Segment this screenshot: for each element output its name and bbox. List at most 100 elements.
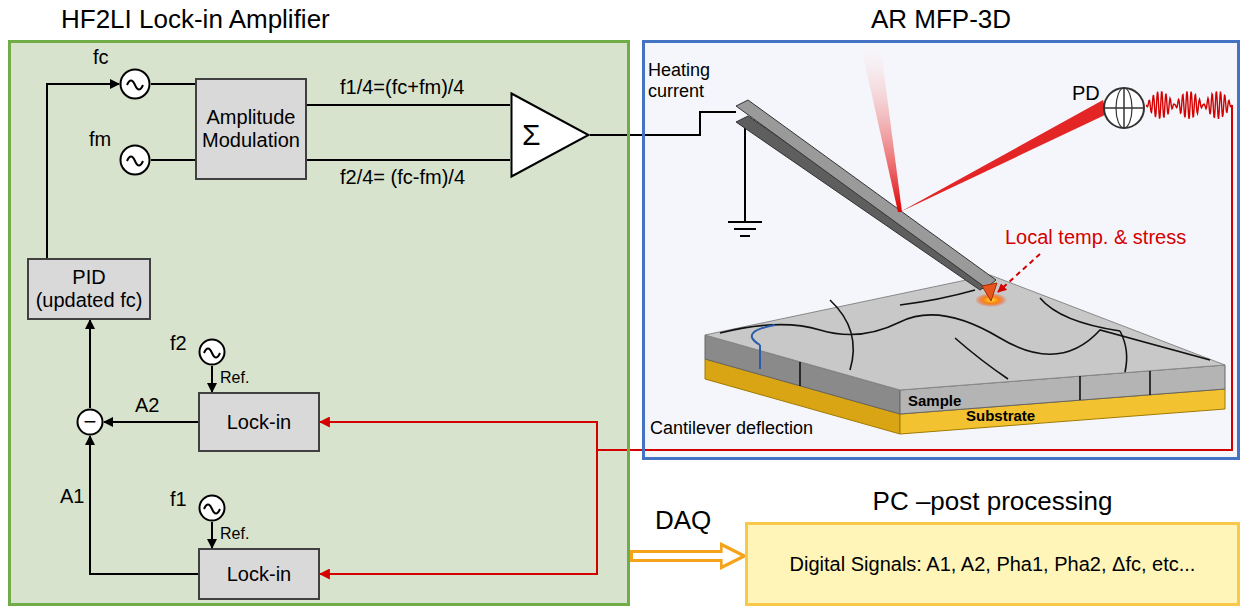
crack-line <box>1040 298 1120 331</box>
sine-symbol <box>204 349 220 358</box>
cantilever-arm <box>736 100 996 288</box>
signal-line <box>151 83 195 85</box>
panel-body-text: Digital Signals: A1, A2, Pha1, Pha2, Δfc… <box>748 553 1237 576</box>
signal-line <box>307 104 510 106</box>
circle-outline <box>200 496 225 521</box>
circle-outline <box>119 144 151 176</box>
signal-wave <box>1146 91 1232 119</box>
panel-ground <box>8 40 630 606</box>
signal-line <box>47 84 119 258</box>
leader-arrow <box>998 254 1040 292</box>
circle-outline <box>198 494 226 522</box>
ground-symbol <box>740 235 750 237</box>
edge-label: f1/4=(fc+fm)/4 <box>340 76 465 99</box>
reflected-beam <box>900 100 1107 212</box>
cantilever-arm <box>736 116 990 290</box>
callout-label: Local temp. & stress <box>1005 226 1186 249</box>
circle-outline <box>198 338 226 366</box>
frequency-label: f1 <box>170 488 187 511</box>
photodetector <box>1123 88 1125 128</box>
crack-line <box>1120 331 1127 372</box>
frequency-label: fm <box>89 128 111 151</box>
crack-line <box>900 290 975 305</box>
heating-wire <box>642 112 736 135</box>
signal-line <box>211 522 213 548</box>
signal-line <box>151 159 195 161</box>
edge-label: Heating current <box>648 60 732 101</box>
box-label: Lock-in <box>227 563 291 586</box>
oscillator: f2 <box>198 338 226 366</box>
oscillator: fc <box>119 68 151 100</box>
panel-heading: HF2LI Lock-in Amplifier <box>61 5 330 35</box>
edge-label: f2/4= (fc-fm)/4 <box>340 166 465 189</box>
symbol-label: Σ <box>522 118 541 153</box>
sine-symbol <box>204 505 220 514</box>
process-box: Amplitude Modulation <box>195 78 307 180</box>
symbol-label: − <box>76 409 104 434</box>
signal-line <box>104 421 198 423</box>
crack-line <box>1149 371 1151 395</box>
data-transfer-arrow-inner <box>633 553 724 559</box>
crack-line <box>830 300 853 370</box>
oscillator: fm <box>119 144 151 176</box>
signal-arrow <box>320 450 642 574</box>
edge-label: Ref. <box>220 369 249 387</box>
frequency-label: fc <box>93 46 109 69</box>
box-label: Lock-in <box>227 411 291 434</box>
signal-line <box>590 134 642 136</box>
box-label: Amplitude Modulation <box>201 106 301 152</box>
sine-symbol <box>127 157 143 166</box>
edge-label: DAQ <box>655 506 711 536</box>
box-label: PID (updated fc) <box>33 266 145 312</box>
signal-line <box>90 436 198 574</box>
circle-outline <box>121 146 150 175</box>
circle-outline <box>121 70 150 99</box>
signal-arrow <box>320 422 642 450</box>
frequency-label: f2 <box>170 332 187 355</box>
edge-label: A1 <box>60 485 84 508</box>
crack-line <box>955 338 1008 379</box>
signal-line <box>89 320 91 408</box>
layer-label: Sample <box>908 392 961 409</box>
ground-symbol <box>728 221 762 223</box>
crack-line <box>1079 376 1081 400</box>
summer-triangle: Σ <box>510 92 590 178</box>
crack-line-blue <box>752 325 775 345</box>
process-box: PID (updated fc) <box>27 258 151 320</box>
crack-line <box>720 315 1210 360</box>
crack-lines <box>720 290 1210 400</box>
oscillator: f1 <box>198 494 226 522</box>
photodetector <box>1116 88 1132 128</box>
circle-outline <box>119 68 151 100</box>
signal-line <box>211 366 213 392</box>
ground-wire <box>744 126 746 222</box>
panel-ground <box>642 40 1240 460</box>
circle-outline <box>200 340 225 365</box>
sine-symbol <box>127 81 143 90</box>
edge-label: Ref. <box>220 525 249 543</box>
edge-label: A2 <box>135 394 159 417</box>
process-box: Lock-in <box>198 548 320 600</box>
deflection-signal-line <box>642 105 1232 450</box>
panel-heading: PC –post processing <box>748 487 1237 517</box>
pc-panel: PC –post processingDigital Signals: A1, … <box>745 522 1240 606</box>
process-box: Lock-in <box>198 392 320 452</box>
crack-line-blue <box>759 345 761 369</box>
edge-label: Cantilever deflection <box>650 418 813 439</box>
laser-beam <box>860 42 902 212</box>
panel-ground <box>745 522 1240 606</box>
ground-symbol <box>734 228 756 230</box>
crack-line <box>799 362 801 386</box>
summer-triangle <box>512 94 589 177</box>
lock-in-panel: HF2LI Lock-in AmplifierfcfmAmplitude Mod… <box>8 40 630 606</box>
subtractor-circle: − <box>76 408 104 436</box>
layer-label: Substrate <box>966 407 1035 424</box>
photodetector <box>1104 88 1144 128</box>
signal-line <box>307 159 510 161</box>
sample-top-face <box>705 275 1225 390</box>
panel-heading: AR MFP-3D <box>645 5 1237 35</box>
